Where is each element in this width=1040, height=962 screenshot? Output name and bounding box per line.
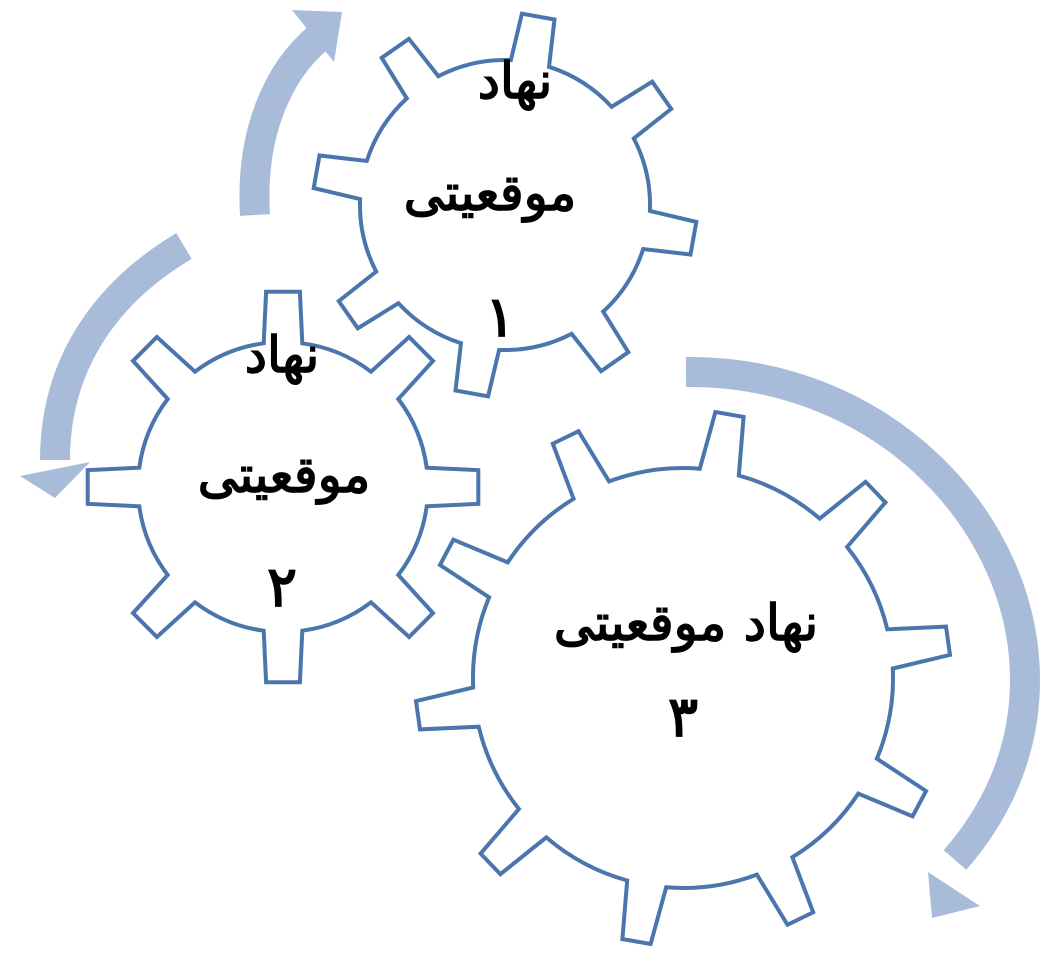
gear-3-outline [413, 409, 953, 947]
gear-2-line1: نهاد [245, 325, 319, 385]
gear-1-number: ۱ [485, 284, 515, 350]
gear-2-outline [85, 289, 481, 685]
gear-1-outline [311, 11, 699, 399]
gear-3-line1: نهاد موقعیتی [554, 593, 818, 653]
arrow-top-left [239, 10, 342, 216]
gear-2: نهاد موقعیتی ۲ [85, 289, 481, 685]
gear-2-number: ۲ [267, 554, 297, 620]
gear-1-line2: موقعیتی [404, 163, 577, 223]
gear-2-line2: موقعیتی [198, 445, 371, 505]
arrow-right [685, 356, 1040, 918]
gear-3: نهاد موقعیتی ۳ [413, 409, 953, 947]
gear-1-line1: نهاد [478, 51, 552, 111]
arrow-left [20, 233, 192, 498]
gear-3-number: ۳ [668, 684, 698, 750]
cycle-arrows [20, 10, 1040, 918]
gear-1: نهاد موقعیتی ۱ [311, 11, 699, 399]
